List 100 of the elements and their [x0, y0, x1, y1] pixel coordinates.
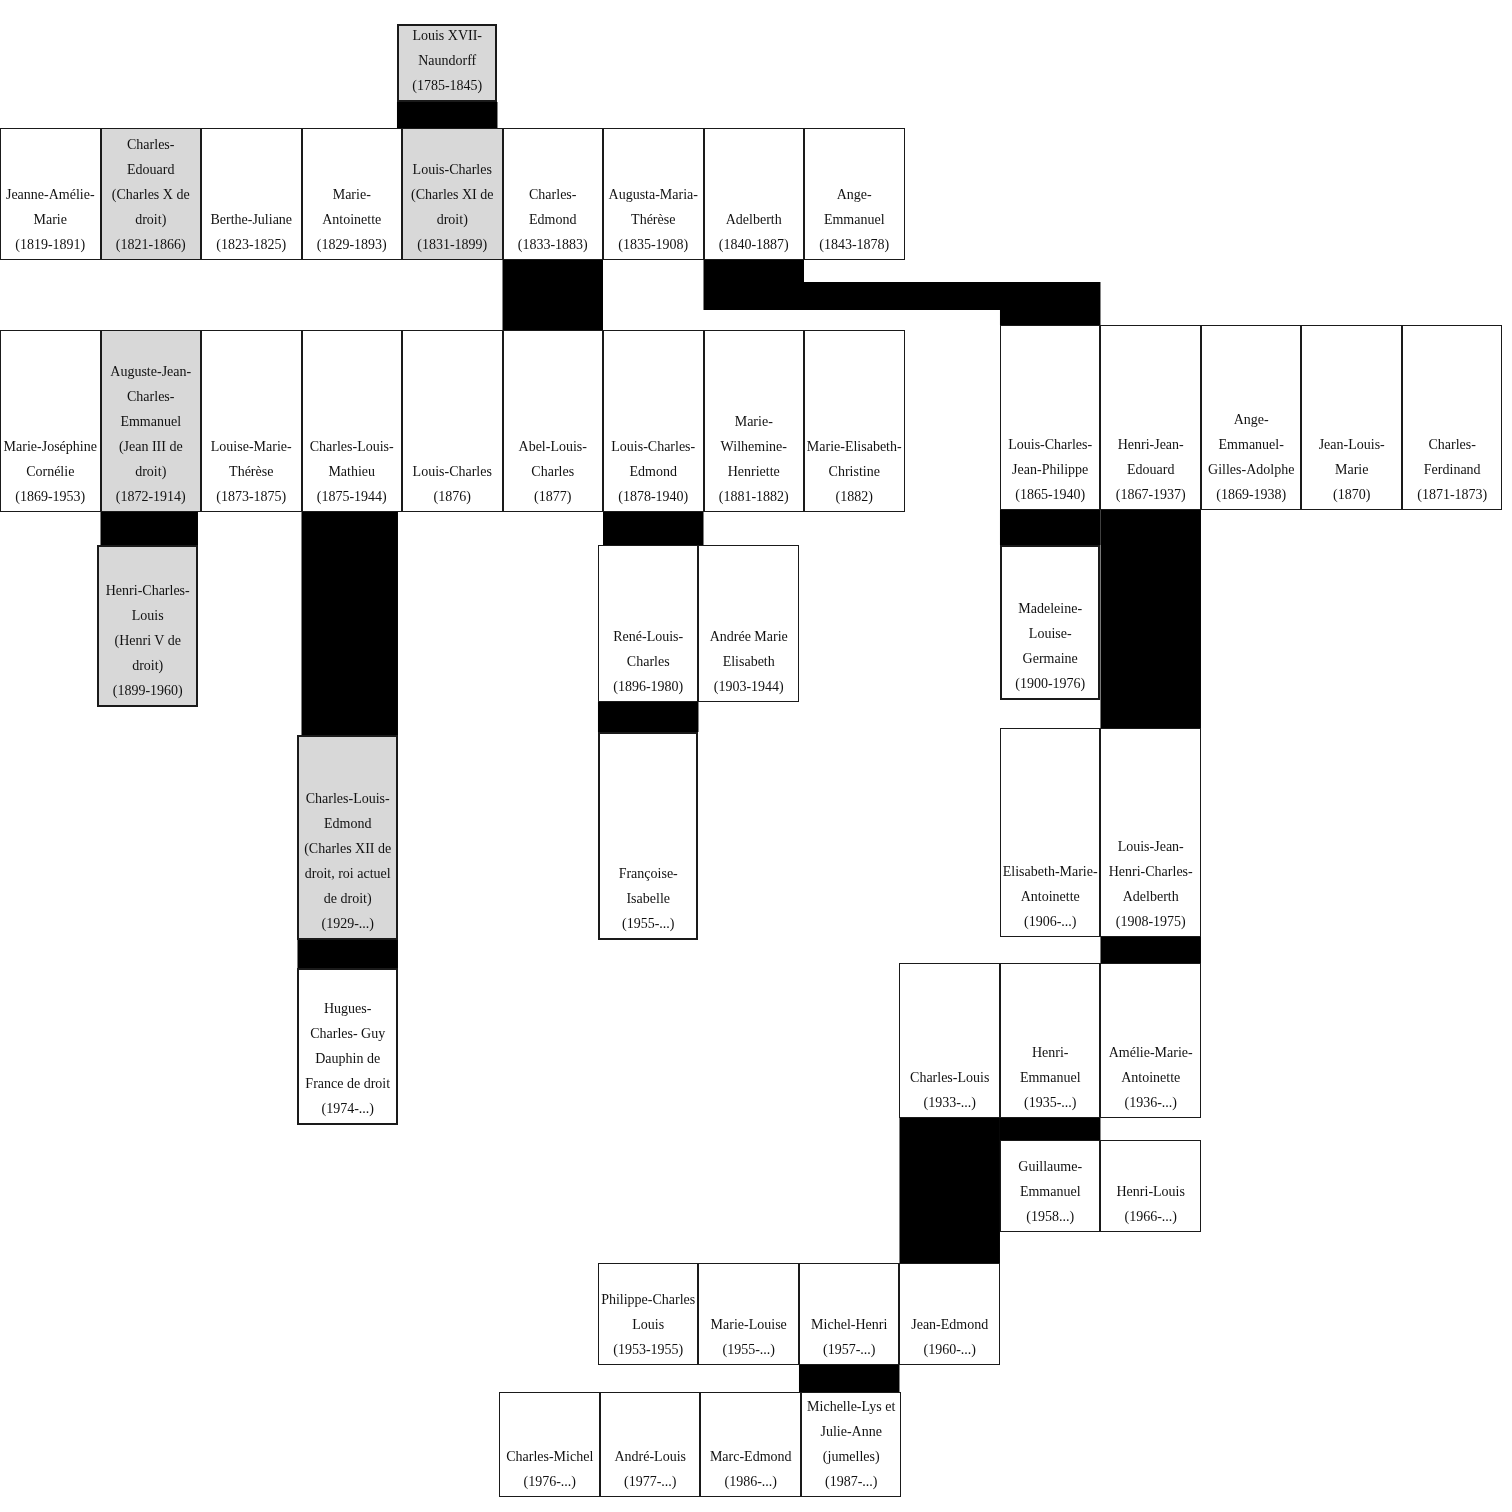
person-box — [1301, 325, 1402, 510]
person-box — [999, 728, 1101, 937]
person-name: André-Louis — [614, 1448, 686, 1466]
person-name: Marie- Antoinette — [321, 186, 383, 229]
sibling-row-box — [0, 128, 905, 260]
sibling-row-box — [999, 325, 1503, 510]
person-box — [0, 128, 101, 260]
descent-band — [899, 1118, 1000, 1263]
person-box — [804, 128, 905, 260]
person-name: Marie-Louise — [710, 1316, 787, 1334]
life-dates: (1882) — [835, 488, 873, 506]
life-dates: (1896-1980) — [613, 678, 684, 696]
descent-band — [1100, 937, 1201, 963]
life-dates: (1977-...) — [624, 1473, 677, 1491]
person-box — [1100, 963, 1201, 1118]
person-name: Charles-Louis- Mathieu — [308, 438, 395, 481]
person-box — [301, 330, 402, 512]
life-dates: (1872-1914) — [115, 488, 186, 506]
person-name: Guillaume- Emmanuel — [1017, 1158, 1084, 1201]
person-box — [999, 545, 1101, 700]
life-dates: (1819-1891) — [15, 236, 86, 254]
life-dates: (1877) — [534, 488, 572, 506]
person-name: Charles- Edmond — [528, 186, 578, 229]
person-name: Elisabeth-Marie- Antoinette — [1001, 863, 1099, 906]
life-dates: (1935-...) — [1023, 1094, 1077, 1112]
life-dates: (1823-1825) — [216, 236, 287, 254]
life-dates: (1869-1953) — [15, 488, 86, 506]
life-dates: (1831-1899) — [417, 236, 488, 254]
life-dates: (1843-1878) — [819, 236, 890, 254]
life-dates: (1899-1960) — [112, 682, 183, 700]
title-text: Dauphin de France de droit — [304, 1050, 392, 1093]
person-box — [597, 1263, 699, 1365]
person-box — [899, 1263, 1000, 1365]
title-text: (Charles XII de droit, roi actuel de droit) — [303, 840, 393, 908]
life-dates: (1936-...) — [1124, 1094, 1177, 1112]
life-dates: (1865-1940) — [1015, 486, 1086, 504]
life-dates: (1785-1845) — [412, 77, 483, 95]
person-name: Marc-Edmond — [709, 1448, 792, 1466]
life-dates: (1908-1975) — [1115, 913, 1186, 931]
person-box — [0, 330, 101, 512]
person-name: Charles-Michel — [506, 1448, 594, 1466]
person-box — [700, 1392, 801, 1497]
person-name: Hugues-Charles- Guy — [309, 1000, 387, 1043]
life-dates: (1870) — [1333, 486, 1371, 504]
person-box — [899, 963, 1000, 1118]
person-name: Louis-Charles- Jean-Philippe — [1007, 436, 1094, 479]
person-name: Michelle-Lys et Julie-Anne (jumelles) — [806, 1398, 897, 1466]
sibling-row-box — [499, 1392, 902, 1497]
sibling-row-box — [999, 728, 1201, 937]
person-name: Françoise- Isabelle — [617, 865, 679, 908]
person-box — [301, 128, 402, 260]
person-box — [297, 968, 398, 1125]
person-name: René-Louis- Charles — [612, 628, 685, 671]
person-box — [1200, 325, 1302, 510]
life-dates: (1840-1887) — [718, 236, 789, 254]
descent-band — [703, 260, 1101, 325]
person-name: Abel-Louis- Charles — [517, 438, 588, 481]
person-name: Louise-Marie- Thérèse — [209, 438, 293, 481]
person-box — [703, 330, 804, 512]
life-dates: (1903-1944) — [713, 678, 784, 696]
life-dates: (1881-1882) — [718, 488, 789, 506]
person-name: Jean-Louis- Marie — [1317, 436, 1386, 479]
descent-band — [999, 510, 1101, 545]
person-box — [1100, 325, 1201, 510]
life-dates: (1929-...) — [321, 915, 374, 933]
descent-band — [397, 102, 498, 128]
person-box — [402, 330, 503, 512]
person-name: Louis-Charles- Edmond — [610, 438, 697, 481]
sibling-row-box — [999, 1140, 1201, 1232]
person-box — [999, 325, 1101, 510]
person-name: Henri-Louis — [1116, 1183, 1185, 1201]
life-dates: (1955-...) — [722, 1341, 775, 1359]
person-box — [1100, 1140, 1201, 1232]
person-box — [597, 732, 699, 940]
life-dates: (1976-...) — [523, 1473, 576, 1491]
person-box — [97, 545, 198, 707]
person-box — [100, 330, 201, 512]
title-text: (Henri V de droit) — [113, 632, 182, 675]
person-name: Marie-Joséphine Cornélie — [2, 438, 98, 481]
life-dates: (1900-1976) — [1015, 675, 1086, 693]
life-dates: (1833-1883) — [517, 236, 588, 254]
person-box — [703, 128, 804, 260]
person-name: Philippe-Charles Louis — [600, 1291, 697, 1334]
sibling-row-box — [597, 545, 799, 702]
life-dates: (1974-...) — [321, 1100, 374, 1118]
person-box — [201, 128, 302, 260]
life-dates: (1869-1938) — [1216, 486, 1287, 504]
title-text: (Charles X de droit) — [110, 186, 191, 229]
life-dates: (1835-1908) — [618, 236, 689, 254]
sibling-row-box — [899, 963, 1201, 1118]
person-name: Jean-Edmond — [911, 1316, 989, 1334]
life-dates: (1953-1955) — [613, 1341, 684, 1359]
person-name: Henri- Emmanuel — [1018, 1044, 1082, 1087]
person-box — [1100, 728, 1201, 937]
person-box — [999, 963, 1101, 1118]
life-dates: (1986-...) — [724, 1473, 777, 1491]
title-text: (Charles XI de droit) — [410, 186, 495, 229]
person-box — [698, 545, 799, 702]
life-dates: (1966-...) — [1124, 1208, 1177, 1226]
life-dates: (1958...) — [1026, 1208, 1075, 1226]
